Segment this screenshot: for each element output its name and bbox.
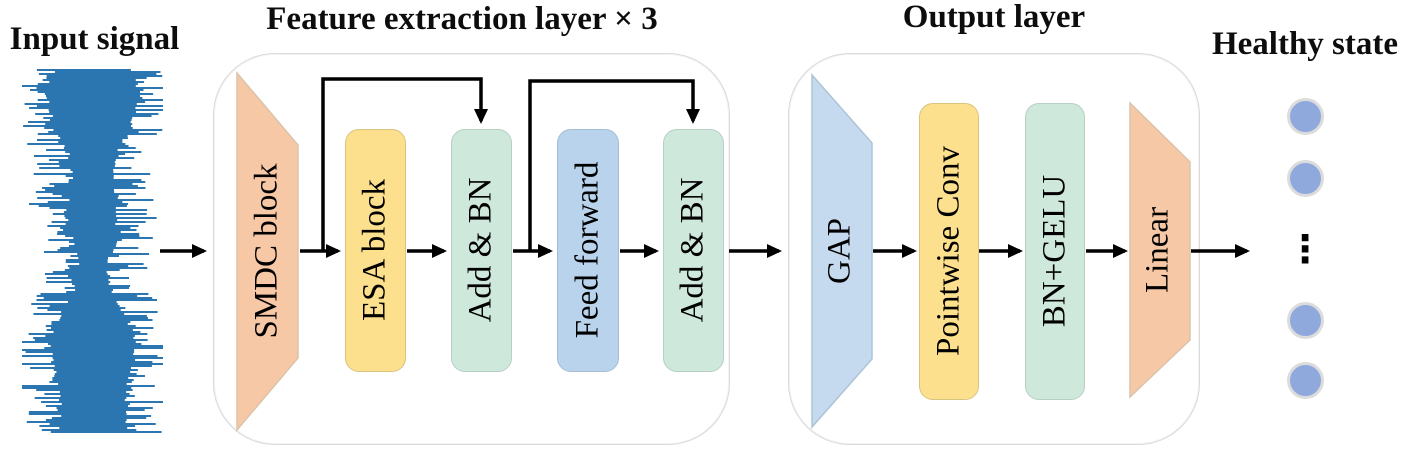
block-bn-gelu [1025,103,1085,400]
block-add-bn-1 [451,129,512,372]
block-esa [345,129,406,372]
linear-block-shape [1129,101,1191,399]
smdc-block-shape [236,70,299,433]
input-signal-title: Input signal [9,21,180,57]
gap-block-shape [811,73,873,429]
output-node [1287,98,1324,135]
vertical-ellipsis: ⋮ [1286,227,1324,271]
block-feed-forward [557,129,619,372]
healthy-state-title: Healthy state [1211,26,1399,62]
block-pointwise-conv [919,103,979,400]
feature-extraction-title: Feature extraction layer × 3 [266,1,658,37]
skip-connection-1 [321,77,488,251]
output-layer-title: Output layer [902,0,1086,35]
output-node [1287,362,1324,399]
block-add-bn-2 [663,129,724,372]
output-node [1287,160,1324,197]
output-node [1287,302,1324,339]
skip-connection-2 [528,79,700,251]
